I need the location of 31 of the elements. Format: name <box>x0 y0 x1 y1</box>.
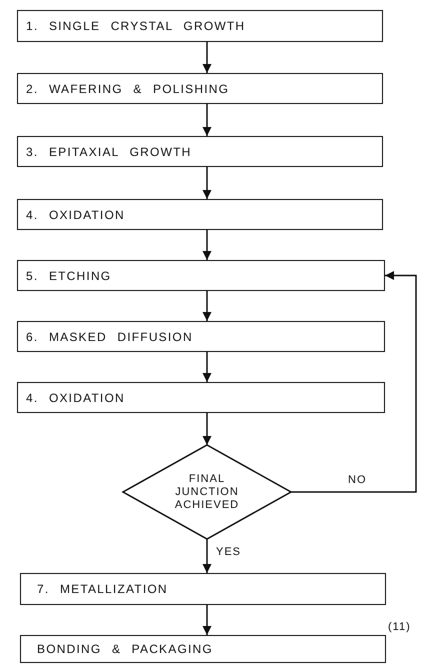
arrow <box>202 291 212 321</box>
step-label: 4. OXIDATION <box>26 208 125 222</box>
arrow <box>202 104 212 136</box>
process-box <box>17 136 383 167</box>
step-label: 1. SINGLE CRYSTAL GROWTH <box>26 19 246 33</box>
arrow <box>202 413 212 445</box>
process-box <box>17 73 383 104</box>
step-label: 2. WAFERING & POLISHING <box>26 82 230 96</box>
arrow <box>202 230 212 260</box>
step-label: 4. OXIDATION <box>26 390 125 404</box>
arrow <box>202 539 212 573</box>
step-label: 5. ETCHING <box>26 268 112 282</box>
reference-number: (11) <box>388 621 411 633</box>
decision-text: FINAL JUNCTION ACHIEVED <box>174 472 240 512</box>
arrow <box>291 271 417 493</box>
process-box <box>20 573 386 605</box>
step-label: 3. EPITAXIAL GROWTH <box>26 144 192 158</box>
process-box <box>17 199 383 230</box>
process-box <box>20 635 386 663</box>
process-box <box>17 321 385 352</box>
edge-label: NO <box>346 474 368 486</box>
process-box <box>17 260 385 291</box>
step-label: 7. METALLIZATION <box>37 582 168 596</box>
arrow <box>202 42 212 73</box>
arrow <box>202 352 212 382</box>
process-box <box>17 10 383 42</box>
arrow <box>202 167 212 199</box>
step-label: BONDING & PACKAGING <box>37 642 213 656</box>
process-box <box>17 382 385 413</box>
step-label: 6. MASKED DIFFUSION <box>26 330 193 344</box>
arrow <box>202 605 212 635</box>
